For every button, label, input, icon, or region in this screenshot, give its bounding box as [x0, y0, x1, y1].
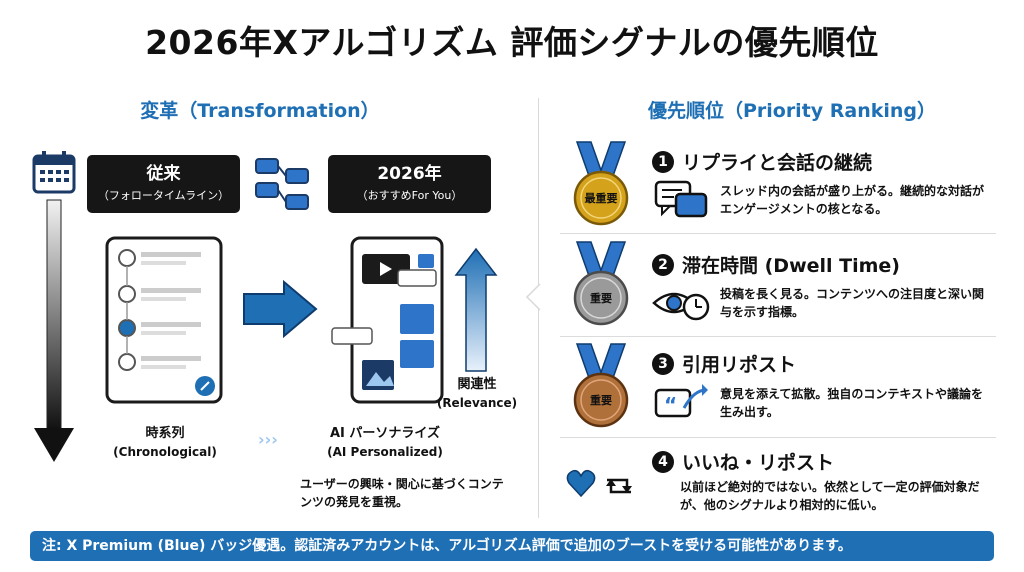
old-box-title: 従来	[146, 164, 181, 184]
relevance-arrow-icon	[454, 247, 498, 372]
ai-personalized-title: AI パーソナライズ	[329, 426, 441, 441]
priority-desc-2: 投稿を長く見る。コンテンツへの注目度と深い関与を示す指標。	[720, 287, 985, 319]
ai-personalized-caption: AI パーソナライズ (AI Personalized)	[300, 425, 470, 461]
note-banner: 注: X Premium (Blue) バッジ優遇。認証済みアカウントは、アルゴ…	[30, 531, 994, 561]
new-box-title: 2026年	[377, 164, 442, 184]
calendar-timeline-icon	[32, 151, 76, 462]
right-section-heading: 優先順位（Priority Ranking）	[647, 100, 937, 122]
eye-timer-icon	[652, 292, 710, 321]
priority-title-text-4: いいね・リポスト	[682, 452, 835, 474]
priority-title-4: 4 いいね・リポスト	[652, 448, 1024, 475]
svg-text:“: “	[664, 393, 677, 417]
priority-number-4: 4	[652, 450, 674, 473]
priority-number-1: 1	[652, 150, 674, 173]
gold-medal-icon	[573, 141, 629, 226]
chevrons-icon: ›››	[258, 430, 278, 449]
page-title: 2026年Xアルゴリズム 評価シグナルの優先順位	[145, 23, 879, 62]
chronological-subtitle: (Chronological)	[113, 445, 217, 459]
row-divider	[560, 233, 996, 234]
quote-share-icon: “	[654, 384, 708, 418]
bronze-medal-icon	[573, 343, 629, 428]
ai-personalized-subtitle: (AI Personalized)	[327, 445, 443, 459]
priority-desc-1: スレッド内の会話が盛り上がる。継続的な対話がエンゲージメントの核となる。	[720, 184, 985, 216]
relevance-title: 関連性	[457, 377, 497, 392]
priority-title-text-3: 引用リポスト	[682, 354, 797, 376]
row-divider	[560, 336, 996, 337]
new-box-subtitle: （おすすめFor You）	[356, 189, 463, 202]
priority-title-text-2: 滞在時間 (Dwell Time)	[682, 255, 900, 277]
transform-icon	[255, 158, 309, 210]
priority-desc-3: 意見を添えて拡散。独自のコンテキストや議論を生み出す。	[720, 387, 984, 419]
chronological-feed-illustration	[105, 236, 223, 404]
priority-desc-4: 以前ほど絶対的ではない。依然として一定の評価対象だが、他のシグナルより相対的に低…	[680, 480, 980, 512]
row-divider	[560, 437, 996, 438]
left-description: ユーザーの興味・関心に基づくコンテンツの発見を重視。	[300, 477, 504, 509]
chronological-caption: 時系列 (Chronological)	[95, 425, 235, 461]
left-section-heading: 変革（Transformation）	[140, 100, 380, 122]
divider-chevron	[525, 283, 541, 311]
old-box-subtitle: （フォロータイムライン）	[97, 189, 230, 202]
new-timeline-box: 2026年 （おすすめFor You）	[328, 155, 491, 213]
relevance-label: 関連性 (Relevance)	[432, 376, 522, 412]
priority-number-2: 2	[652, 253, 674, 276]
priority-number-3: 3	[652, 352, 674, 375]
priority-title-3: 3 引用リポスト	[652, 350, 1024, 377]
medal-label-1: 最重要	[584, 192, 618, 205]
ai-feed-illustration	[331, 236, 444, 404]
heart-repost-icon	[566, 469, 632, 498]
priority-title-2: 2 滞在時間 (Dwell Time)	[652, 251, 1024, 278]
priority-title-text-1: リプライと会話の継続	[682, 152, 873, 174]
transform-arrow-icon	[243, 279, 318, 339]
silver-medal-icon	[573, 241, 629, 326]
chronological-title: 時系列	[145, 426, 185, 441]
relevance-subtitle: (Relevance)	[436, 396, 518, 410]
medal-label-2: 重要	[590, 292, 612, 305]
priority-title-1: 1 リプライと会話の継続	[652, 148, 1024, 175]
medal-label-3: 重要	[590, 394, 612, 407]
chat-bubbles-icon	[654, 180, 708, 218]
old-timeline-box: 従来 （フォロータイムライン）	[87, 155, 240, 213]
